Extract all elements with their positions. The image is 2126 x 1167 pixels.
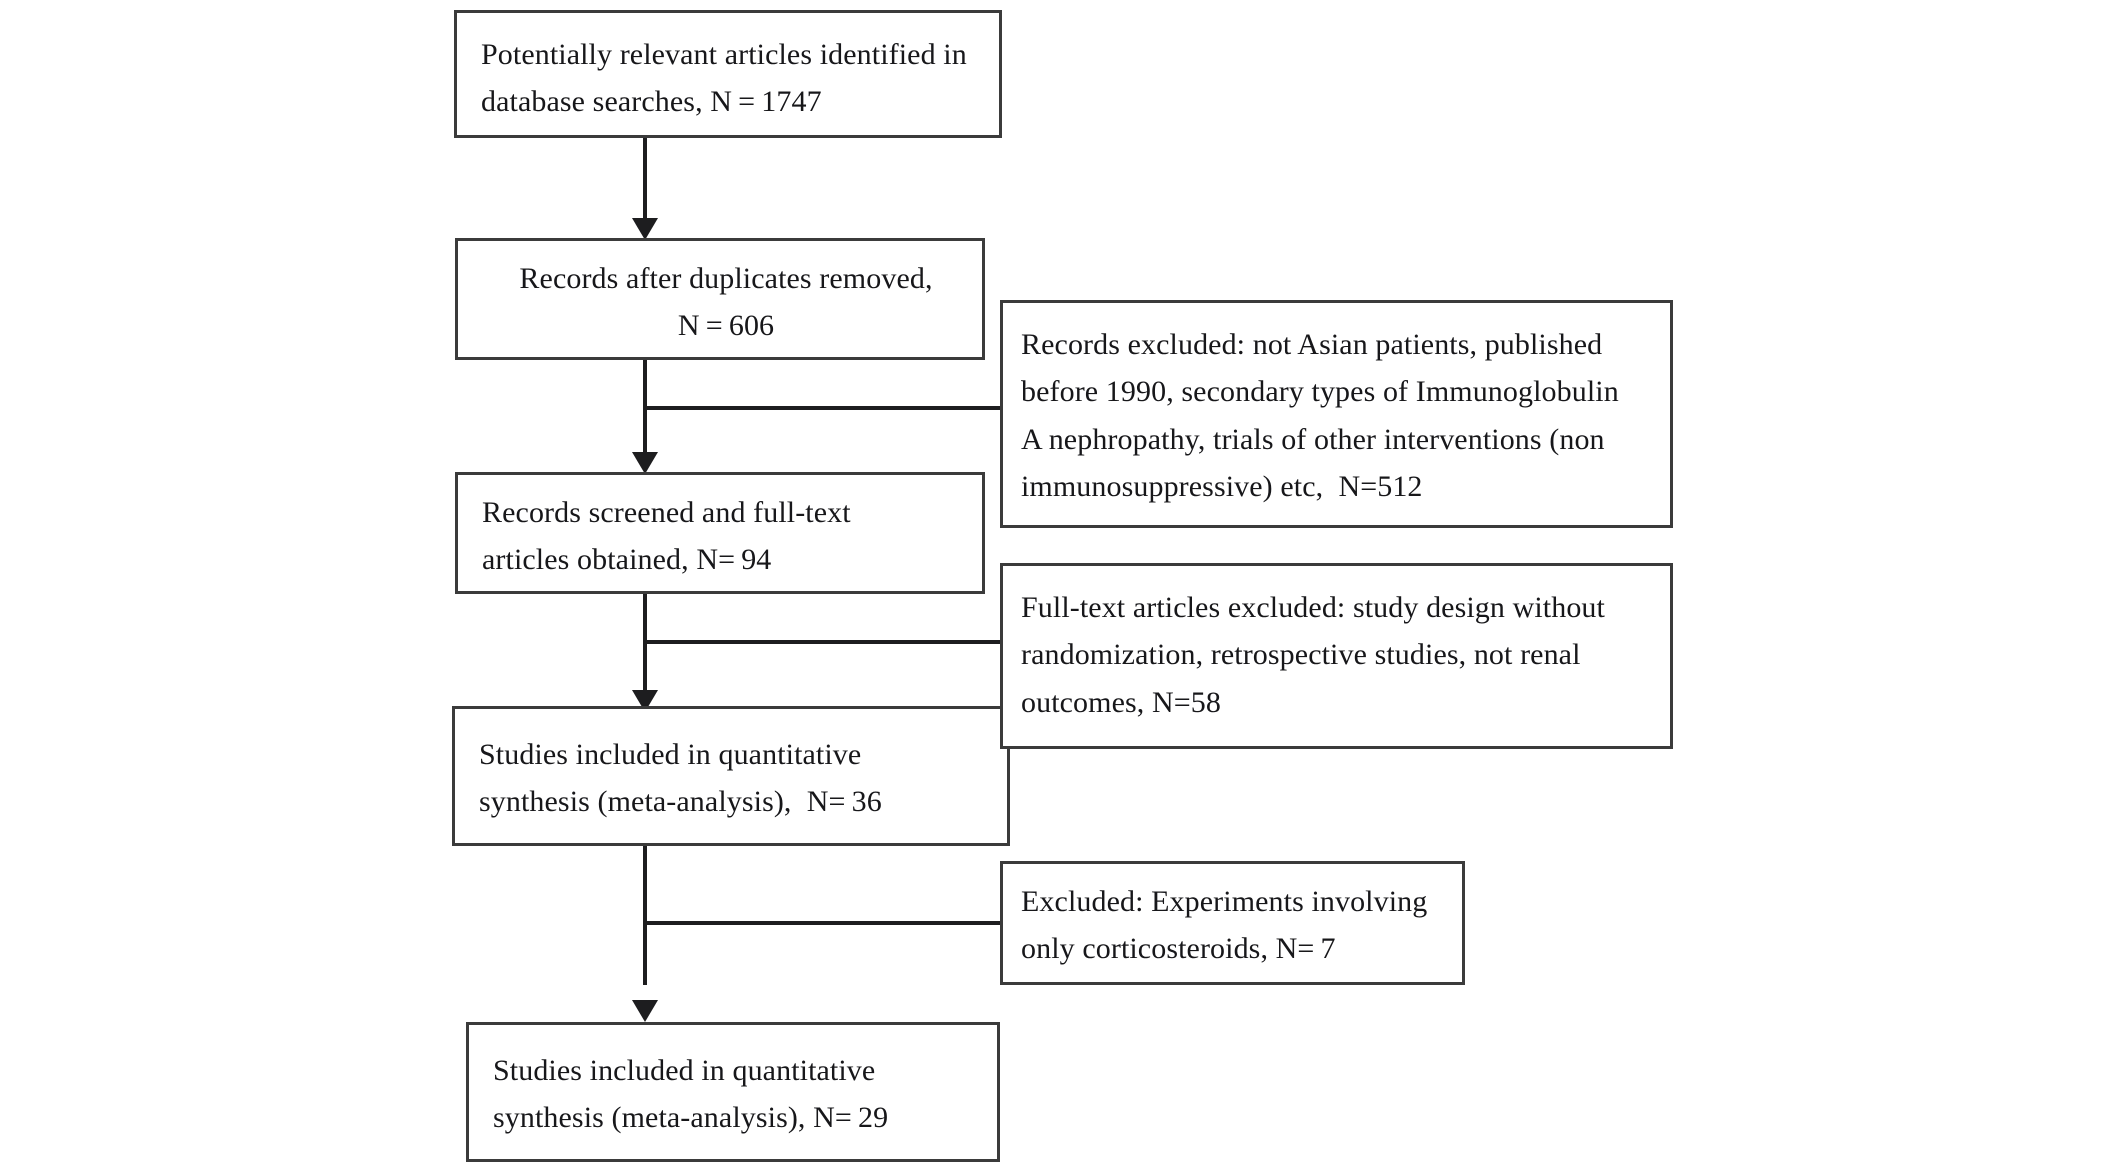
box-line: Potentially relevant articles identified…: [481, 38, 967, 71]
connector-duplicates-to-screened: [643, 358, 647, 470]
box-records-excluded: Records excluded: not Asian patients, pu…: [1000, 300, 1673, 528]
box-line: Records after duplicates removed,: [519, 262, 933, 295]
box-line: randomization, retrospective studies, no…: [1021, 638, 1581, 672]
box-line: only corticosteroids, N= 7: [1021, 932, 1336, 966]
box-fulltext-excluded: Full-text articles excluded: study desig…: [1000, 563, 1673, 749]
box-line: Studies included in quantitative: [493, 1054, 876, 1087]
connector-identified-to-duplicates: [643, 136, 647, 232]
box-line: Excluded: Experiments involving: [1021, 885, 1428, 918]
arrowhead-to-duplicates: [632, 218, 658, 240]
connector-screened-to-included36: [643, 593, 647, 709]
connector-to-records-excluded: [643, 406, 1003, 410]
box-line: synthesis (meta-analysis), N= 29: [493, 1101, 889, 1135]
connector-to-fulltext-excluded: [643, 640, 1003, 644]
box-line: A nephropathy, trials of other intervent…: [1021, 422, 1605, 456]
box-corticosteroids-excluded: Excluded: Experiments involving only cor…: [1000, 861, 1465, 985]
box-line: outcomes, N=58: [1021, 685, 1221, 719]
box-records-screened: Records screened and full-text articles …: [455, 472, 985, 594]
box-line: Studies included in quantitative: [479, 738, 862, 771]
box-line: before 1990, secondary types of Immunogl…: [1021, 375, 1619, 409]
box-line: N = 606: [677, 309, 775, 343]
box-line: Full-text articles excluded: study desig…: [1021, 591, 1605, 624]
box-line: synthesis (meta-analysis), N= 36: [479, 785, 882, 819]
connector-included36-to-included29: [643, 845, 647, 985]
box-records-after-duplicates: Records after duplicates removed, N = 60…: [455, 238, 985, 360]
arrowhead-to-screened: [632, 452, 658, 474]
box-articles-identified: Potentially relevant articles identified…: [454, 10, 1002, 138]
box-studies-included-29: Studies included in quantitative synthes…: [466, 1022, 1000, 1162]
arrowhead-to-included29: [632, 1000, 658, 1022]
box-line: immunosuppressive) etc, N=512: [1021, 470, 1423, 504]
box-line: Records excluded: not Asian patients, pu…: [1021, 328, 1603, 361]
box-line: articles obtained, N= 94: [482, 543, 772, 577]
connector-to-corticosteroids-excluded: [643, 921, 1003, 925]
box-line: database searches, N = 1747: [481, 85, 822, 119]
box-studies-included-36: Studies included in quantitative synthes…: [452, 706, 1010, 846]
box-line: Records screened and full-text: [482, 496, 851, 529]
